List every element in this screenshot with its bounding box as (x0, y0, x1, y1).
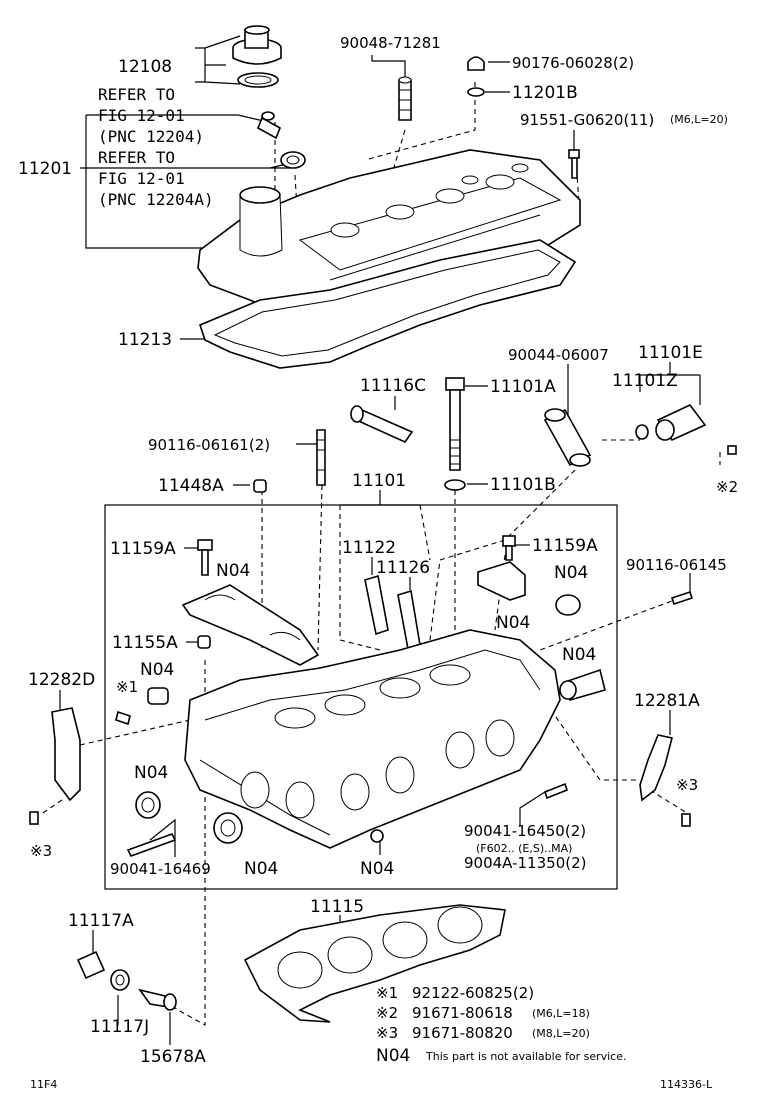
label-9004a-11350: 9004A-11350(2) (464, 854, 586, 872)
label-refer2-c: (PNC 12204A) (98, 190, 214, 209)
seal-parts (115, 687, 568, 857)
label-11448a: 11448A (158, 476, 224, 496)
label-91551: 91551-G0620(11) (520, 111, 654, 129)
engine-hanger-right-part (639, 734, 691, 827)
water-pipe-right-part (559, 668, 606, 701)
camshaft-bearing-cap-right (477, 535, 581, 616)
label-n04-h: N04 (360, 859, 394, 879)
camshaft-bearing-cap-left (181, 539, 320, 666)
label-11117j: 11117J (90, 1017, 149, 1037)
note-mark-3-right: ※3 (676, 776, 698, 794)
label-12282d: 12282D (28, 670, 95, 690)
label-90116-06161: 90116-06161(2) (148, 436, 270, 454)
label-11122: 11122 (342, 538, 396, 558)
cover-bolt-part (568, 149, 580, 179)
label-11101e: 11101E (638, 343, 703, 363)
label-11101: 11101 (352, 471, 406, 491)
label-90041-16450: 90041-16450(2) (464, 822, 586, 840)
label-12281a: 12281A (634, 691, 700, 711)
label-11101b: 11101B (490, 475, 556, 495)
head-cover-gasket-part (199, 239, 577, 369)
label-refer2-a: REFER TO (98, 148, 175, 167)
label-11117a: 11117A (68, 911, 134, 931)
label-11213: 11213 (118, 330, 172, 350)
legend-spec-2: (M6,L=18) (532, 1007, 590, 1020)
label-90048-71281: 90048-71281 (340, 34, 441, 52)
label-11201: 11201 (18, 159, 72, 179)
cam-position-sensor-part (635, 403, 737, 455)
label-11116c: 11116C (360, 376, 426, 396)
label-refer1-b: FIG 12-01 (98, 106, 185, 125)
pcv-valve-part (256, 111, 306, 169)
label-90176-06028: 90176-06028(2) (512, 54, 634, 72)
label-90044-06007: 90044-06007 (508, 346, 609, 364)
cover-cap-nut-part (467, 56, 485, 97)
label-11159a-right: 11159A (532, 536, 598, 556)
label-11115: 11115 (310, 897, 364, 917)
leader-lines (39, 35, 721, 1045)
stud-bolt-part (316, 429, 326, 486)
legend-code-3: 91671-80820 (412, 1024, 513, 1042)
cylinder-head-cover-part (197, 149, 581, 319)
water-outlet-part (543, 408, 592, 467)
head-bolt-part (444, 377, 466, 491)
label-90041-16450-note: (F602.. (E,S)..MA) (476, 842, 572, 855)
head-gasket-part (243, 904, 506, 1023)
label-11101a: 11101A (490, 377, 556, 397)
engine-hanger-left-part (29, 707, 81, 825)
label-90041-16469: 90041-16469 (110, 860, 211, 878)
label-11159a-left: 11159A (110, 539, 176, 559)
label-n04-d: N04 (140, 660, 174, 680)
legend-code-1: 92122-60825(2) (412, 984, 534, 1002)
note-mark-3-left: ※3 (30, 842, 52, 860)
note-mark-2: ※2 (716, 478, 738, 496)
cylinder-head-part (184, 629, 561, 849)
footnote-legend: ※1 92122-60825(2) ※2 91671-80618 (M6,L=1… (376, 984, 627, 1066)
legend-n04-text: This part is not available for service. (425, 1050, 627, 1063)
legend-mark-3: ※3 (376, 1024, 398, 1042)
oil-filler-cap-part (232, 25, 282, 88)
spark-plug-tube-part (398, 76, 412, 121)
legend-n04-mark: N04 (376, 1046, 410, 1066)
label-n04-c: N04 (496, 613, 530, 633)
label-refer1-a: REFER TO (98, 85, 175, 104)
legend-spec-3: (M8,L=20) (532, 1027, 590, 1040)
valve-guide-parts (364, 574, 421, 651)
stud-bolt-right-part (670, 590, 694, 606)
label-90116-06145: 90116-06145 (626, 556, 727, 574)
plug-part (253, 479, 267, 493)
figure-number: 114336-L (660, 1078, 713, 1091)
label-11101z: 11101Z (612, 371, 678, 391)
legend-code-2: 91671-80618 (412, 1004, 513, 1022)
label-n04-a: N04 (216, 561, 250, 581)
label-refer1-c: (PNC 12204) (98, 127, 204, 146)
legend-mark-1: ※1 (376, 984, 398, 1002)
label-refer2-b: FIG 12-01 (98, 169, 185, 188)
plug-and-gasket-parts (76, 950, 177, 1011)
label-n04-g: N04 (244, 859, 278, 879)
union-pipe-part (350, 405, 414, 444)
label-11155a: 11155A (112, 633, 178, 653)
legend-mark-2: ※2 (376, 1004, 398, 1022)
label-91551-note: (M6,L=20) (670, 113, 728, 126)
label-n04-e: N04 (562, 645, 596, 665)
label-15678a: 15678A (140, 1047, 206, 1067)
label-n04-b: N04 (554, 563, 588, 583)
label-12108: 12108 (118, 57, 172, 77)
label-n04-f: N04 (134, 763, 168, 783)
cylinder-head-group-frame (104, 504, 618, 890)
frame-code: 11F4 (30, 1078, 57, 1091)
label-11201b: 11201B (512, 83, 578, 103)
callout-labels: 12108 REFER TO FIG 12-01 (PNC 12204) REF… (18, 34, 738, 1067)
note-mark-1: ※1 (116, 678, 138, 696)
label-11126: 11126 (376, 558, 430, 578)
